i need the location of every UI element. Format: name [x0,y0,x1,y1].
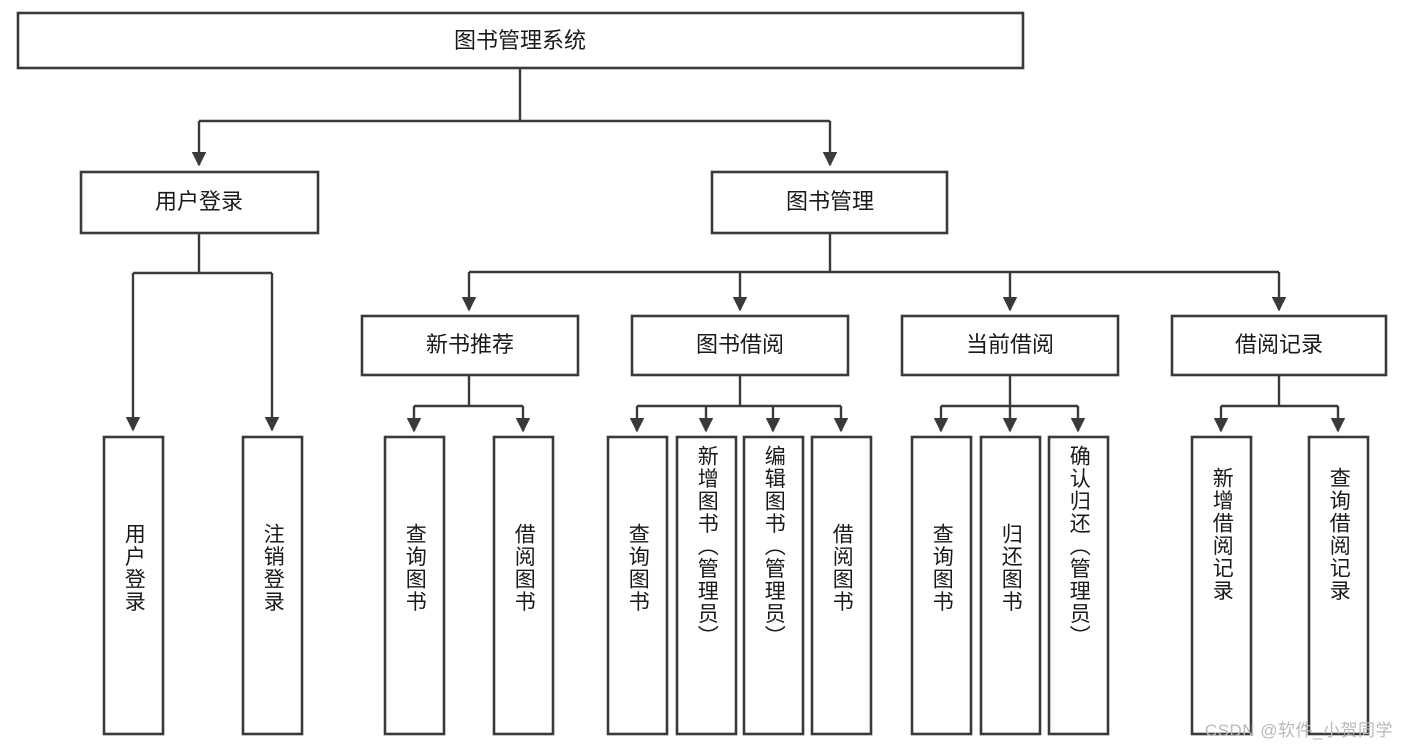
node-borrow-record[interactable]: 借阅记录 [1170,314,1388,377]
leaf-box-edit-book[interactable] [742,435,805,736]
node-root[interactable]: 图书管理系统 [16,11,1025,70]
leaf-box-borrow-book-1[interactable] [492,435,555,736]
connector-group-book-borrow [629,375,849,433]
leaf-box-query-book-2[interactable] [606,435,669,736]
connector-group-current-borrow [933,375,1086,433]
leaf-box-return-book[interactable] [979,435,1042,736]
leaf-box-query-book-1[interactable] [383,435,446,736]
node-book-manage-label: 图书管理 [786,189,874,214]
node-new-book-recommend-label: 新书推荐 [426,332,514,357]
leaf-box-confirm-return[interactable] [1047,435,1110,736]
node-user-login-box[interactable] [79,170,320,235]
node-book-manage[interactable]: 图书管理 [710,170,949,235]
node-user-login-label: 用户登录 [155,189,243,214]
leaf-box-logout[interactable] [241,435,304,736]
leaf-box-query-book-3[interactable] [910,435,973,736]
node-user-login[interactable]: 用户登录 [79,170,320,235]
node-current-borrow-label: 当前借阅 [966,332,1054,357]
csdn-watermark: CSDN @软件_小贺同学 [1204,721,1393,740]
leaf-box-add-book[interactable] [675,435,738,736]
node-new-book-recommend[interactable]: 新书推荐 [360,314,580,377]
node-book-borrow-label: 图书借阅 [696,332,784,357]
leaf-box-add-record[interactable] [1190,435,1253,736]
node-root-label: 图书管理系统 [454,28,586,53]
node-book-manage-box[interactable] [710,170,949,235]
node-borrow-record-box[interactable] [1170,314,1388,377]
node-book-borrow-box[interactable] [630,314,850,377]
connector-group-user-login [125,233,280,432]
connector-group-new-book-recommend [406,375,531,433]
leaf-box-query-record[interactable] [1307,435,1370,736]
connector-group-borrow-record [1213,375,1346,433]
node-current-borrow[interactable]: 当前借阅 [900,314,1120,377]
node-current-borrow-box[interactable] [900,314,1120,377]
leaf-box-user-login[interactable] [102,435,165,736]
node-root-box[interactable] [16,11,1025,70]
node-book-borrow[interactable]: 图书借阅 [630,314,850,377]
leaf-box-borrow-book-2[interactable] [810,435,873,736]
connector-group-book-manage [461,233,1287,312]
node-new-book-recommend-box[interactable] [360,314,580,377]
connector-group-root [191,68,838,167]
node-borrow-record-label: 借阅记录 [1235,332,1323,357]
